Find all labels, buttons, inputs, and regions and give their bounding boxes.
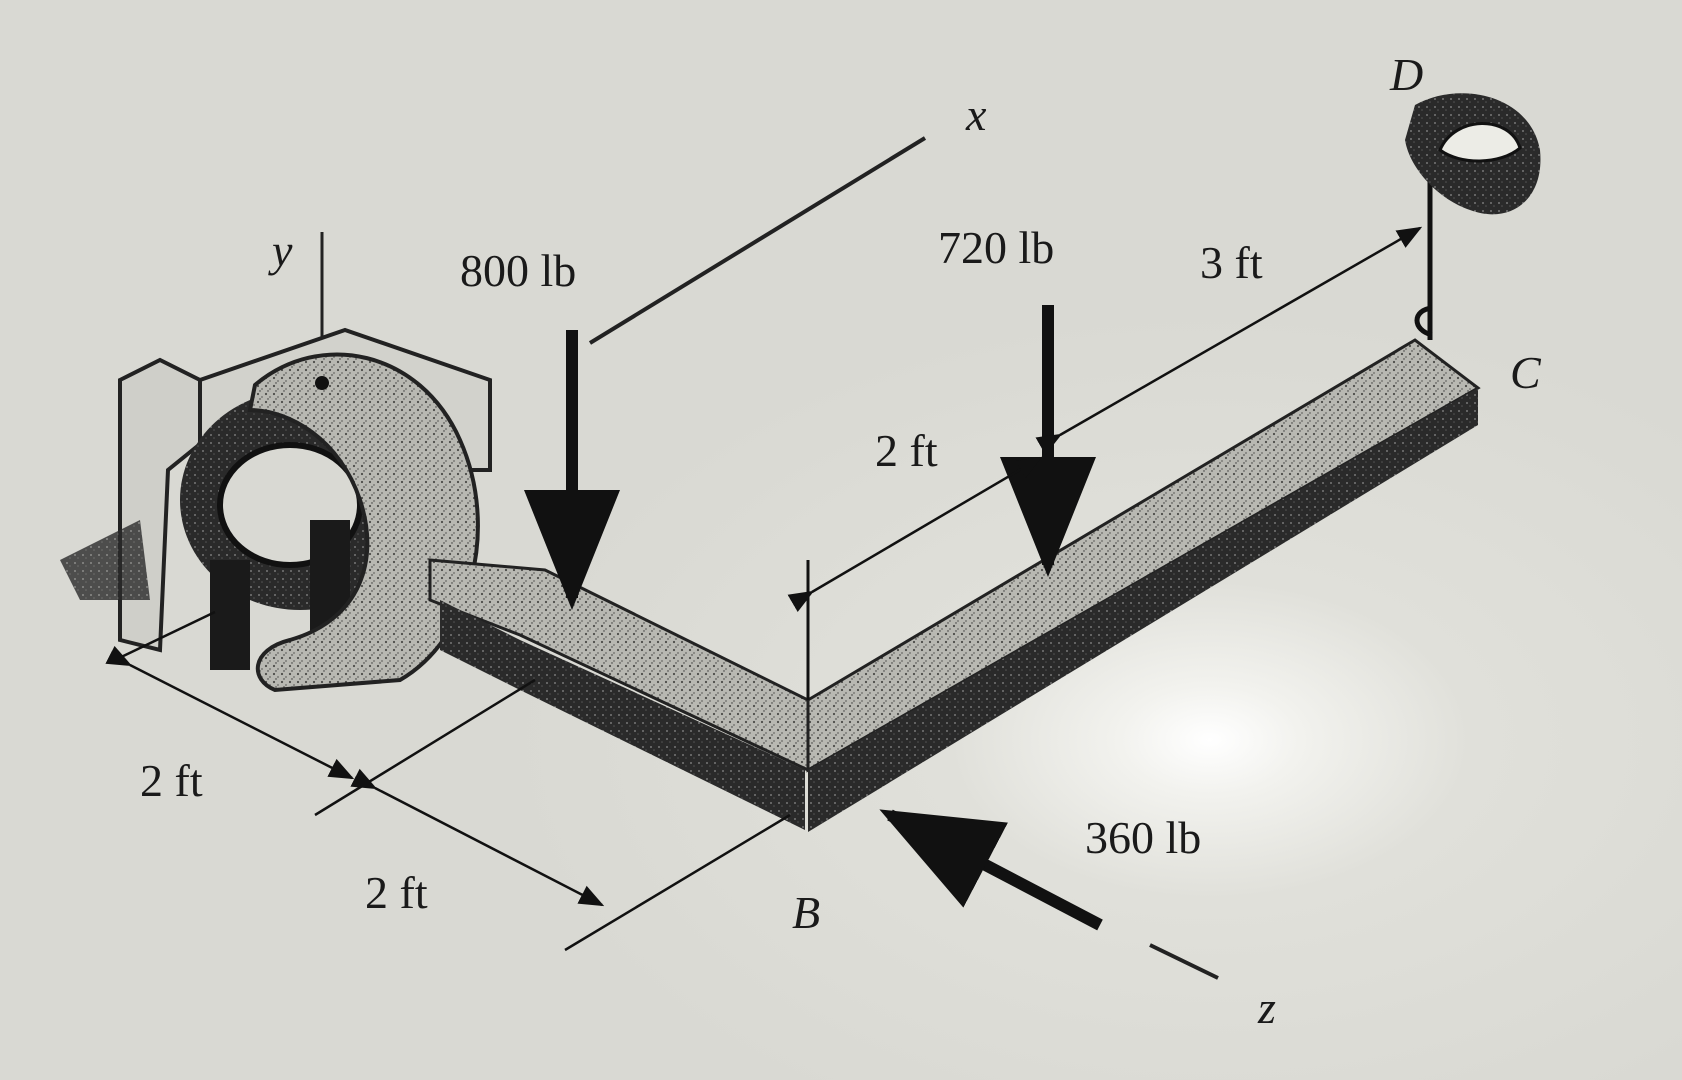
- load-800-label: 800 lb: [460, 245, 577, 296]
- wrench-handle-ab: [428, 558, 810, 830]
- point-b-label: B: [792, 887, 821, 938]
- dim-2ft-bottom-line: [350, 768, 605, 907]
- dim-2ft-bottom-label: 2 ft: [365, 867, 428, 918]
- point-c-label: C: [1510, 347, 1541, 398]
- x-axis-line: [588, 136, 927, 345]
- dim-ext-2: [314, 678, 536, 817]
- axis-z-label: z: [1258, 982, 1276, 1033]
- force-360-arrow: [879, 809, 1103, 931]
- axis-x-label: x: [966, 89, 987, 140]
- dim-2ft-top-line: [787, 456, 1043, 613]
- load-720-label: 720 lb: [938, 222, 1055, 273]
- dim-2ft-top-label: 2 ft: [875, 425, 938, 476]
- axis-y-label: y: [272, 225, 293, 276]
- dim-2ft-left-line: [105, 645, 355, 780]
- dim-3ft-label: 3 ft: [1200, 237, 1263, 288]
- dim-ext-3: [564, 813, 791, 952]
- anchor-d: [1405, 93, 1541, 215]
- point-d-label: D: [1390, 49, 1424, 100]
- dim-3ft-line: [1035, 226, 1423, 455]
- y-axis-origin-dot: [315, 376, 329, 390]
- wrench-handle-bc: [806, 338, 1481, 832]
- load-360-label: 360 lb: [1085, 812, 1202, 863]
- z-axis-line: [1149, 943, 1219, 980]
- dim-2ft-left-label: 2 ft: [140, 755, 203, 806]
